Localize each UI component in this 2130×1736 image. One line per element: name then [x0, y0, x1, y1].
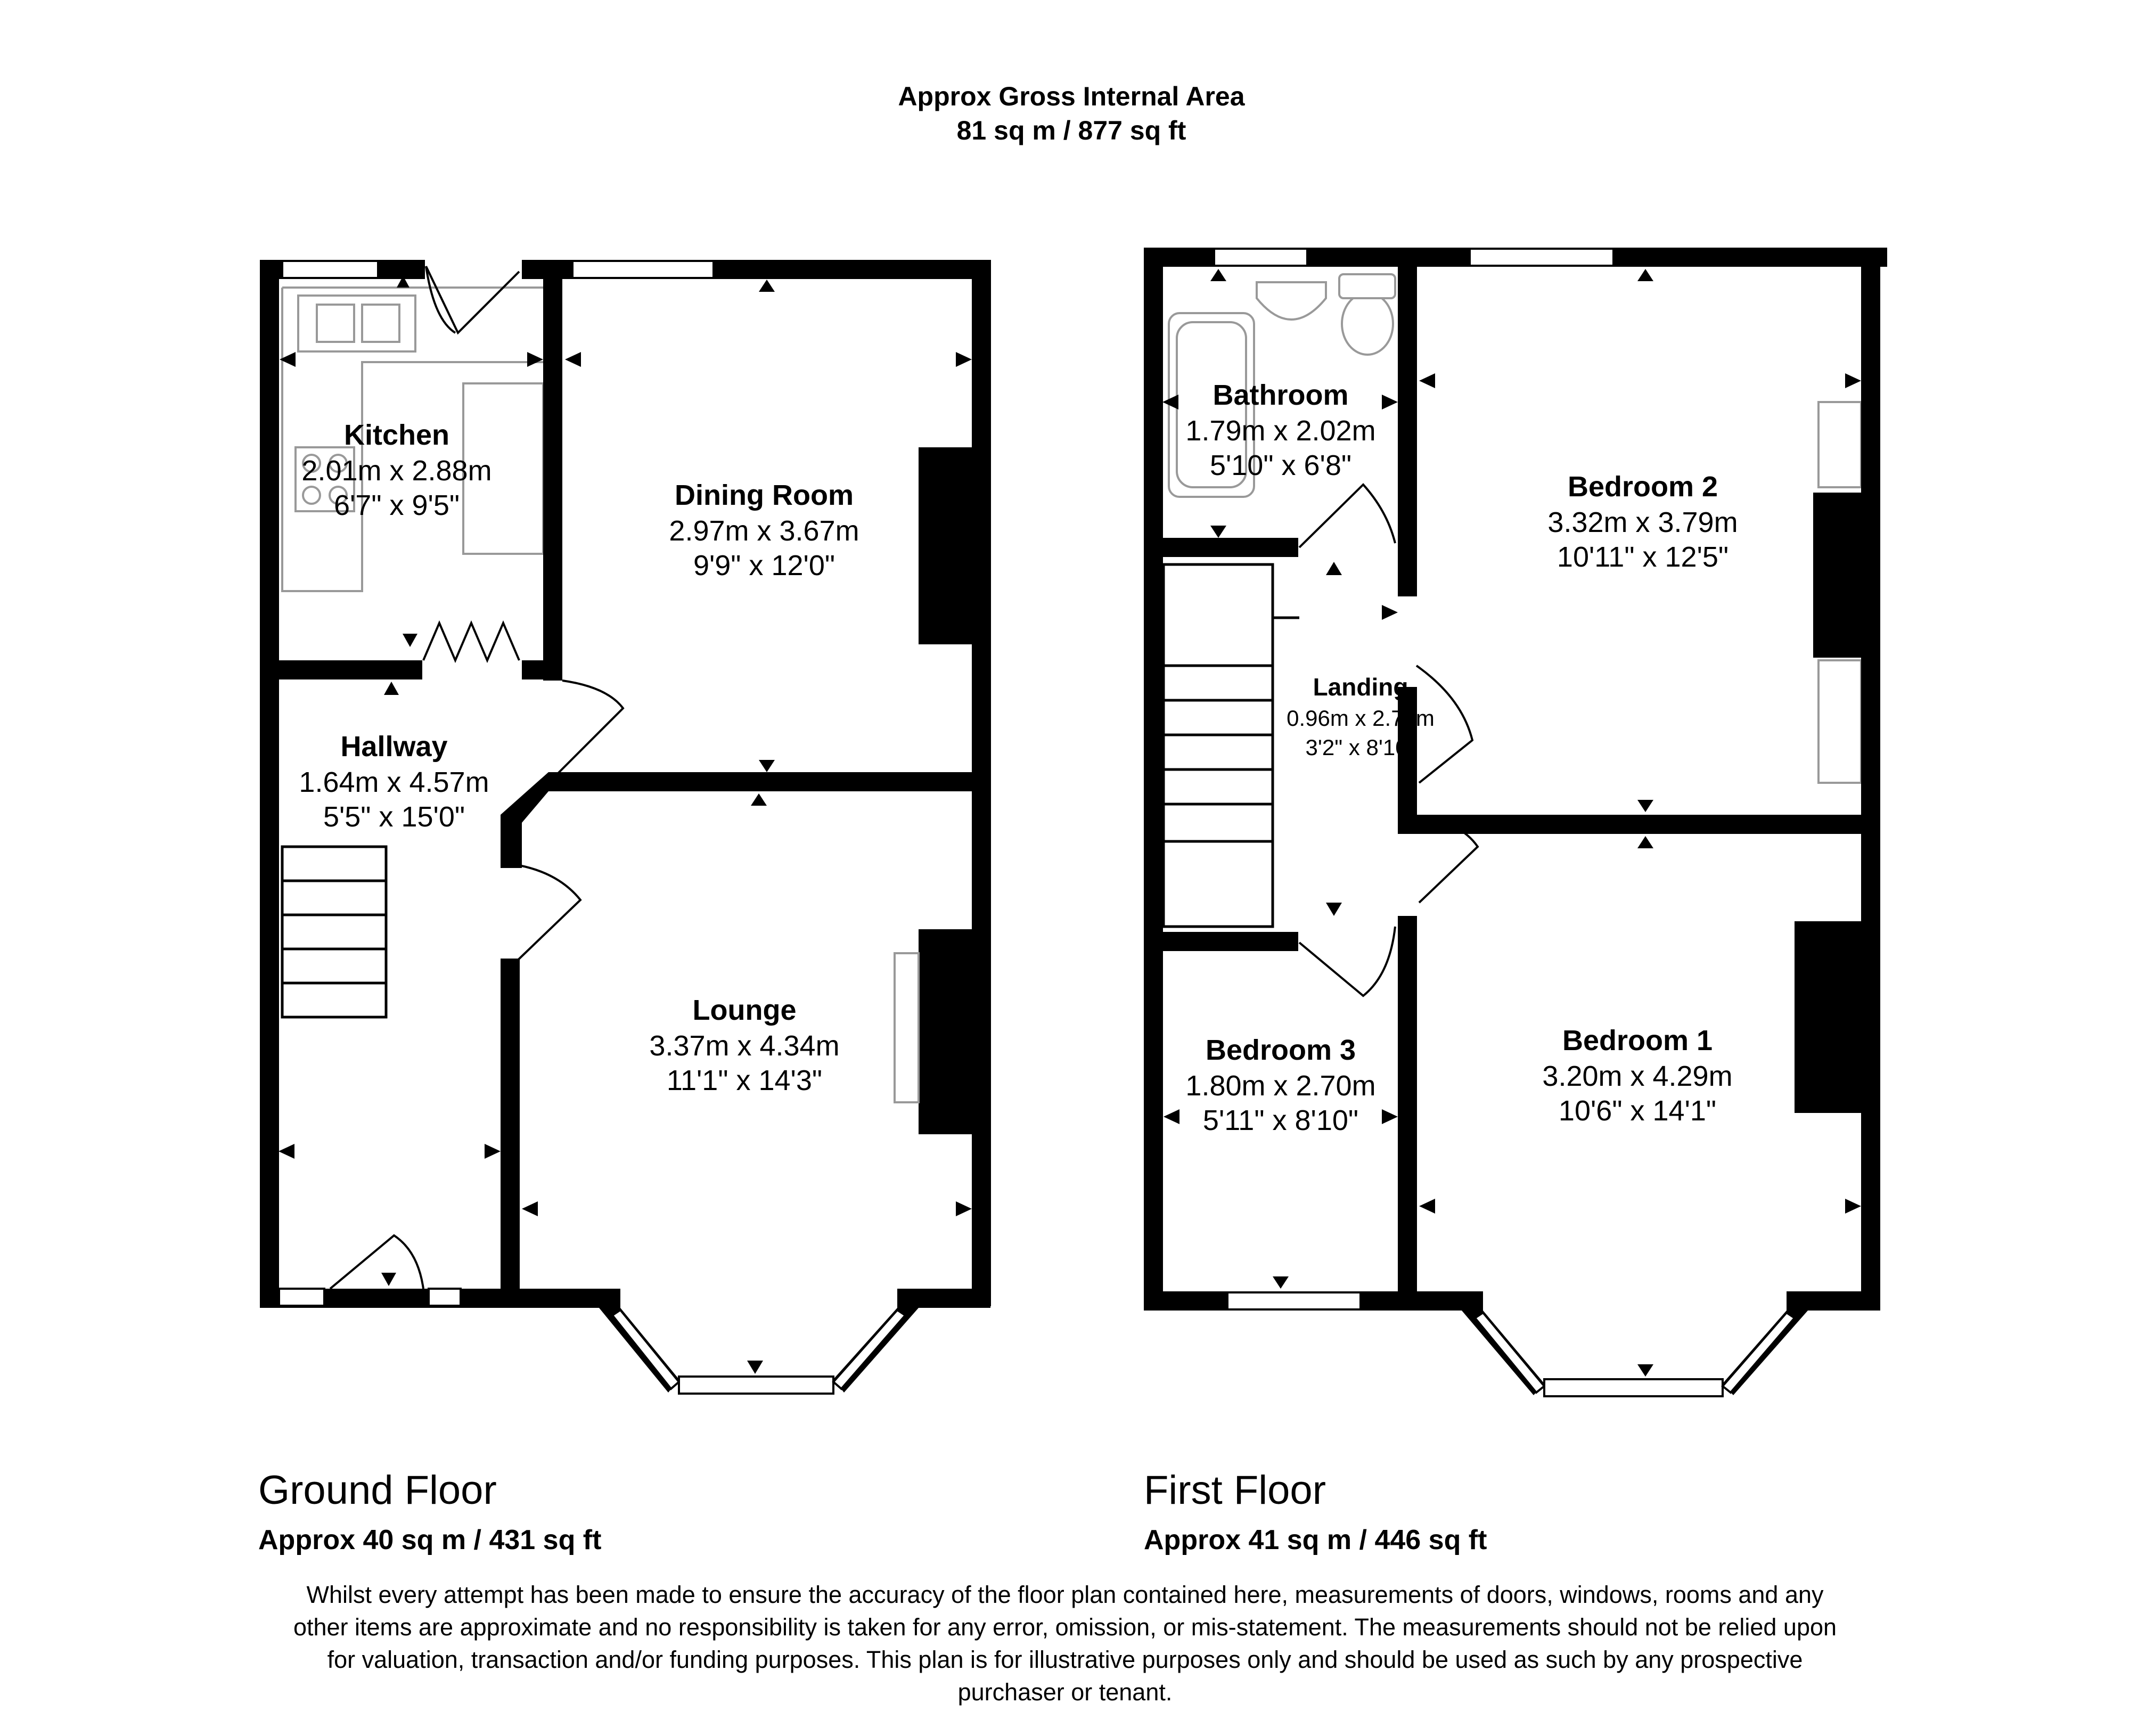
bedroom1-label: Bedroom 1: [1562, 1025, 1713, 1057]
lounge-chimney-breast: [919, 929, 977, 1134]
hallway-metric: 1.64m x 4.57m: [299, 766, 489, 798]
kitchen-imperial: 6'7" x 9'5": [334, 489, 460, 521]
bedroom2-imperial: 10'11" x 12'5": [1557, 541, 1728, 573]
first-floor-title: First Floor: [1144, 1468, 1326, 1513]
bedroom1-chimney-breast: [1795, 921, 1861, 1113]
landing-label: Landing: [1313, 673, 1408, 701]
header-total-area: 81 sq m / 877 sq ft: [957, 116, 1186, 145]
first-floor-plan: Bathroom 1.79m x 2.02m 5'10" x 6'8" Bedr…: [1144, 248, 1887, 1397]
lounge-imperial: 11'1" x 14'3": [667, 1064, 822, 1096]
hallway-window: [278, 1288, 325, 1307]
bathroom-window: [1213, 248, 1308, 267]
landing-imperial: 3'2" x 8'10": [1306, 735, 1416, 760]
bathroom-imperial: 5'10" x 6'8": [1210, 449, 1351, 481]
bedroom2-label: Bedroom 2: [1568, 471, 1718, 503]
ground-floor-plan: Kitchen 2.01m x 2.88m 6'7" x 9'5" Dining…: [260, 260, 991, 1395]
bedroom2-metric: 3.32m x 3.79m: [1547, 506, 1738, 538]
bathroom-label: Bathroom: [1213, 379, 1349, 411]
ground-staircase: [281, 845, 388, 1019]
bedroom3-imperial: 5'11" x 8'10": [1203, 1104, 1358, 1136]
ground-dimension-arrows: [278, 276, 972, 1374]
dining-room-metric: 2.97m x 3.67m: [669, 515, 859, 547]
bedroom3-window: [1226, 1291, 1362, 1311]
dining-window: [571, 260, 715, 279]
dining-chimney-breast: [919, 447, 977, 644]
bathroom-metric: 1.79m x 2.02m: [1185, 415, 1375, 447]
lounge-label: Lounge: [693, 994, 797, 1026]
bedroom1-imperial: 10'6" x 14'1": [1559, 1095, 1716, 1127]
first-floor-area: Approx 41 sq m / 446 sq ft: [1144, 1525, 1487, 1555]
kitchen-label: Kitchen: [344, 419, 449, 451]
kitchen-metric: 2.01m x 2.88m: [301, 455, 491, 487]
lounge-metric: 3.37m x 4.34m: [649, 1030, 839, 1062]
header-title: Approx Gross Internal Area: [898, 81, 1245, 111]
bedroom3-metric: 1.80m x 2.70m: [1185, 1070, 1375, 1102]
hallway-label: Hallway: [340, 731, 447, 763]
lounge-bay-window: [678, 1375, 834, 1395]
bedroom2-window: [1469, 248, 1615, 267]
first-dimension-arrows: [1162, 269, 1861, 1377]
hallway-imperial: 5'5" x 15'0": [323, 801, 465, 833]
bedroom1-bay-window: [1543, 1378, 1724, 1397]
kitchen-window: [281, 260, 379, 279]
dining-room-imperial: 9'9" x 12'0": [693, 550, 835, 582]
bedroom2-chimney-breast: [1813, 493, 1864, 658]
disclaimer-text: Whilst every attempt has been made to en…: [293, 1581, 1837, 1706]
ground-floor-title: Ground Floor: [258, 1468, 497, 1513]
dining-room-label: Dining Room: [675, 479, 854, 511]
bathroom-fixtures: [1168, 273, 1396, 498]
landing-metric: 0.96m x 2.70m: [1287, 706, 1435, 731]
first-staircase: [1162, 563, 1299, 928]
kitchen-fixtures: [281, 286, 548, 592]
bedroom3-label: Bedroom 3: [1206, 1034, 1356, 1066]
hallway-side-window: [428, 1288, 462, 1307]
bedroom1-metric: 3.20m x 4.29m: [1542, 1060, 1732, 1092]
ground-floor-area: Approx 40 sq m / 431 sq ft: [258, 1525, 602, 1555]
